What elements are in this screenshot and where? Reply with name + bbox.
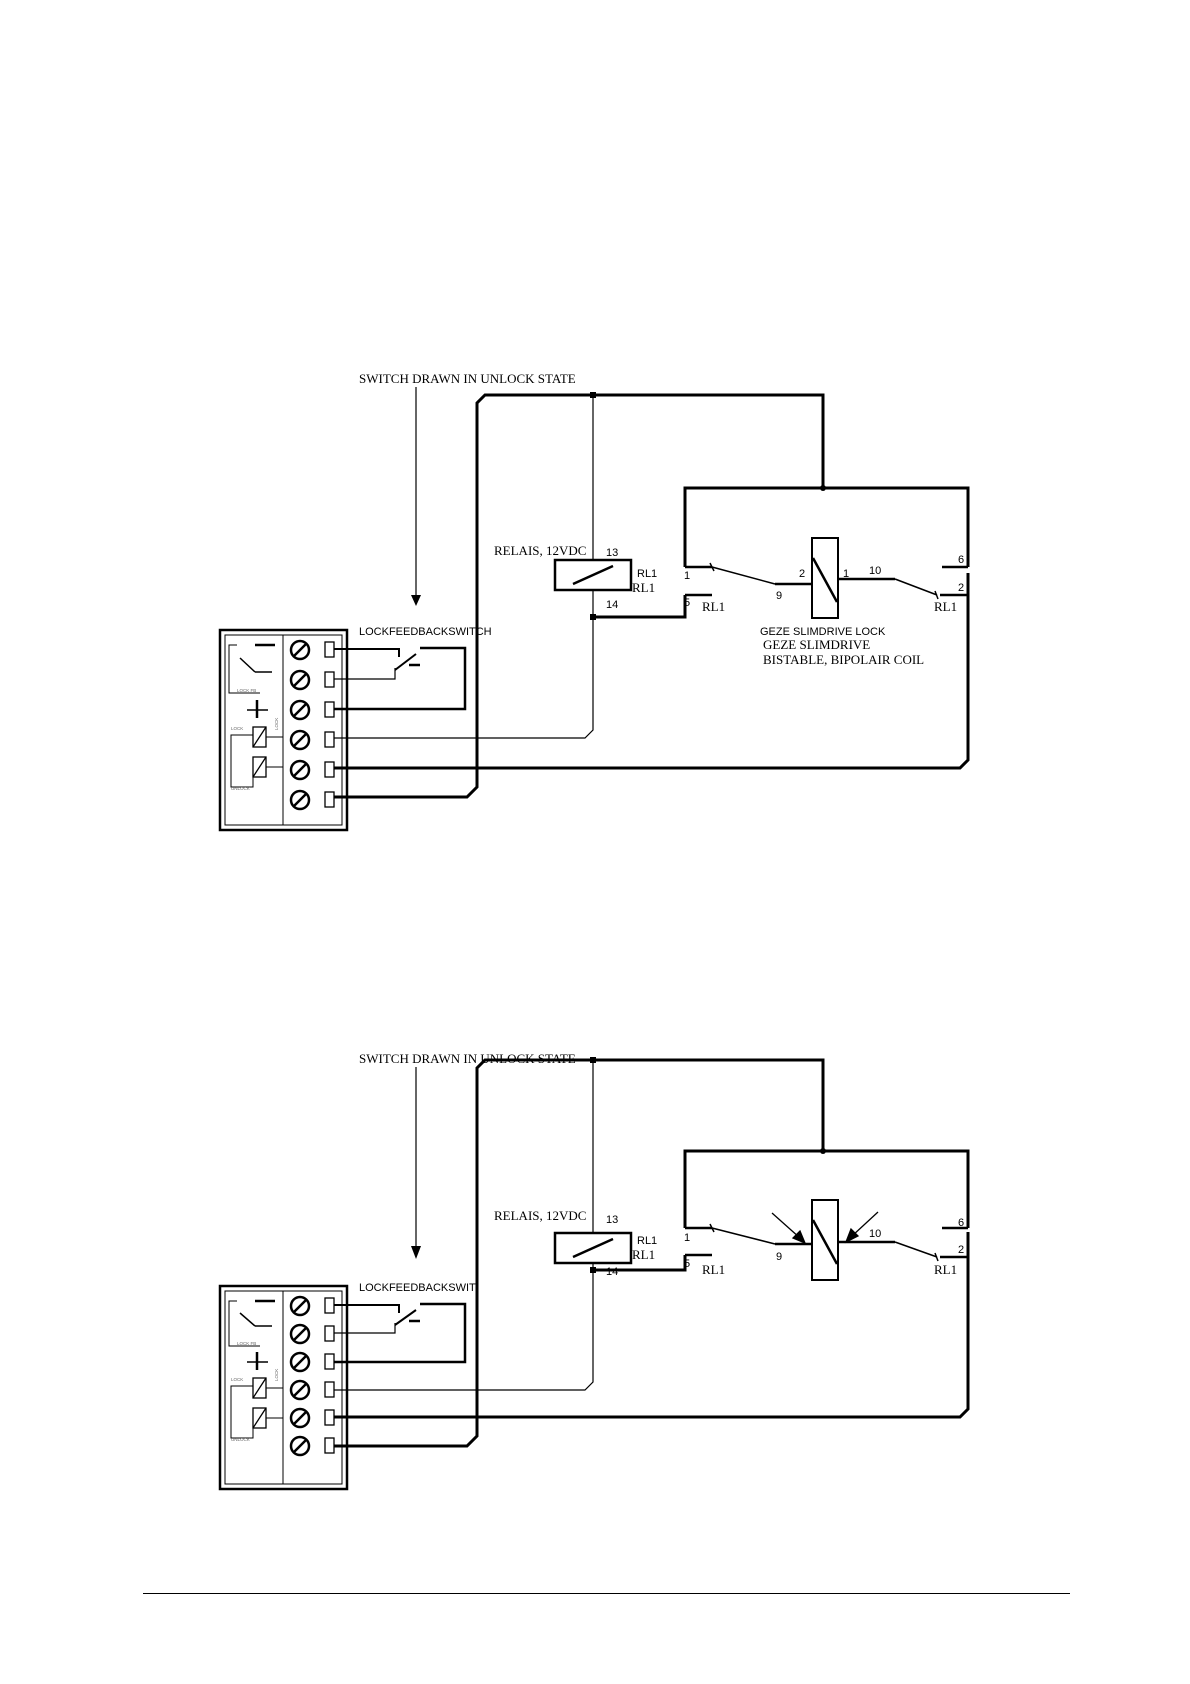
rl1-label-b: RL1 [632,1247,655,1262]
lockfeedback-switch [334,1302,467,1364]
pin-1-left: 1 [684,570,690,582]
label-unlock: UNLOCK [231,1437,250,1442]
terminal-screws [289,639,311,811]
pin-14: 14 [606,599,618,611]
internal-switch-symbol [228,1299,275,1347]
pin-13: 13 [606,547,618,559]
pin-10: 10 [869,565,881,577]
lockfeedback-label: LOCKFEEDBACKSWITCH [359,626,492,638]
lockfeedback-label: LOCKFEEDBACKSWIT [359,1282,476,1294]
rl1-label-c: RL1 [702,599,725,614]
pin-13: 13 [606,1214,618,1226]
lock-label-2: GEZE SLIMDRIVE [763,637,870,652]
pin-10: 10 [869,1228,881,1240]
terminal-block: LOCK FB LOCK UNLOCK LOCK [218,1284,349,1491]
wire-top-loop [334,1058,825,1448]
pin-2-right: 2 [958,1244,964,1256]
label-lock-fb: LOCK FB [237,688,256,693]
switch-note: SWITCH DRAWN IN UNLOCK STATE [359,371,576,386]
switch-note: SWITCH DRAWN IN UNLOCK STATE [359,1051,576,1066]
pin-1-left: 1 [684,1232,690,1244]
rl1-label-a: RL1 [637,1235,657,1247]
label-unlock: UNLOCK [231,786,250,791]
lock-label-3: BISTABLE, BIPOLAIR COIL [763,652,924,667]
rl1-label-d: RL1 [934,599,957,614]
pin-1-coil: 1 [843,568,849,580]
wire-right-loop [334,573,970,770]
label-lock-fb: LOCK FB [237,1341,256,1346]
pin-9: 9 [776,590,782,602]
relay-contact-left [685,1223,812,1257]
wire-relay-14-terminal [334,1270,594,1391]
junction-top [590,392,596,398]
terminal-block: LOCK FB LOCK UNLOCK LOCK [218,628,349,832]
wire-upper-loop [683,1149,970,1228]
rl1-label-b: RL1 [632,580,655,595]
wire-right-loop [334,1232,970,1419]
relay-contact-right [838,1226,968,1262]
label-lock: LOCK [231,726,243,731]
note-arrow-head [411,1246,421,1259]
relay-label: RELAIS, 12VDC [494,1208,586,1223]
wire-upper-loop [683,486,970,567]
label-side: LOCK [274,718,279,730]
footer-rule [143,1593,1070,1594]
relay-coil-diagonal [572,564,614,586]
label-side: LOCK [274,1369,279,1381]
internal-coil-symbols [230,700,283,788]
pin-5: 5 [684,1258,690,1270]
pin-6: 6 [958,1217,964,1229]
label-lock: LOCK [231,1377,243,1382]
note-arrow-head [411,595,421,606]
internal-coil-symbols [230,1352,283,1439]
terminal-clamps [324,641,335,808]
wiring-diagram-top: SWITCH DRAWN IN UNLOCK STATE [218,371,970,832]
lock-label-1: GEZE SLIMDRIVE LOCK [760,626,886,638]
wire-contact5 [593,595,687,619]
terminal-screws [289,1295,311,1457]
wire-contact5 [593,1255,687,1272]
pin-5: 5 [684,597,690,609]
rl1-label-c: RL1 [702,1262,725,1277]
terminal-clamps [324,1297,335,1454]
coil-pointer-arrows [771,1211,879,1245]
rl1-label-d: RL1 [934,1262,957,1277]
relay-contact-left [685,562,812,597]
pin-2-coil: 2 [799,568,805,580]
pin-14: 14 [606,1266,618,1278]
rl1-label-a: RL1 [637,568,657,580]
pin-6: 6 [958,554,964,566]
wiring-diagram-bottom: SWITCH DRAWN IN UNLOCK STATE [218,1051,970,1491]
lockfeedback-switch [334,646,467,711]
junction-top [590,1057,596,1063]
relay-label: RELAIS, 12VDC [494,543,586,558]
wire-top-loop [334,393,825,799]
wire-relay-14-terminal [334,617,594,739]
relay-coil-diagonal [572,1237,614,1259]
pin-9: 9 [776,1251,782,1263]
pin-2-right: 2 [958,582,964,594]
relay-contact-right [838,565,968,600]
internal-switch-symbol [228,643,275,694]
